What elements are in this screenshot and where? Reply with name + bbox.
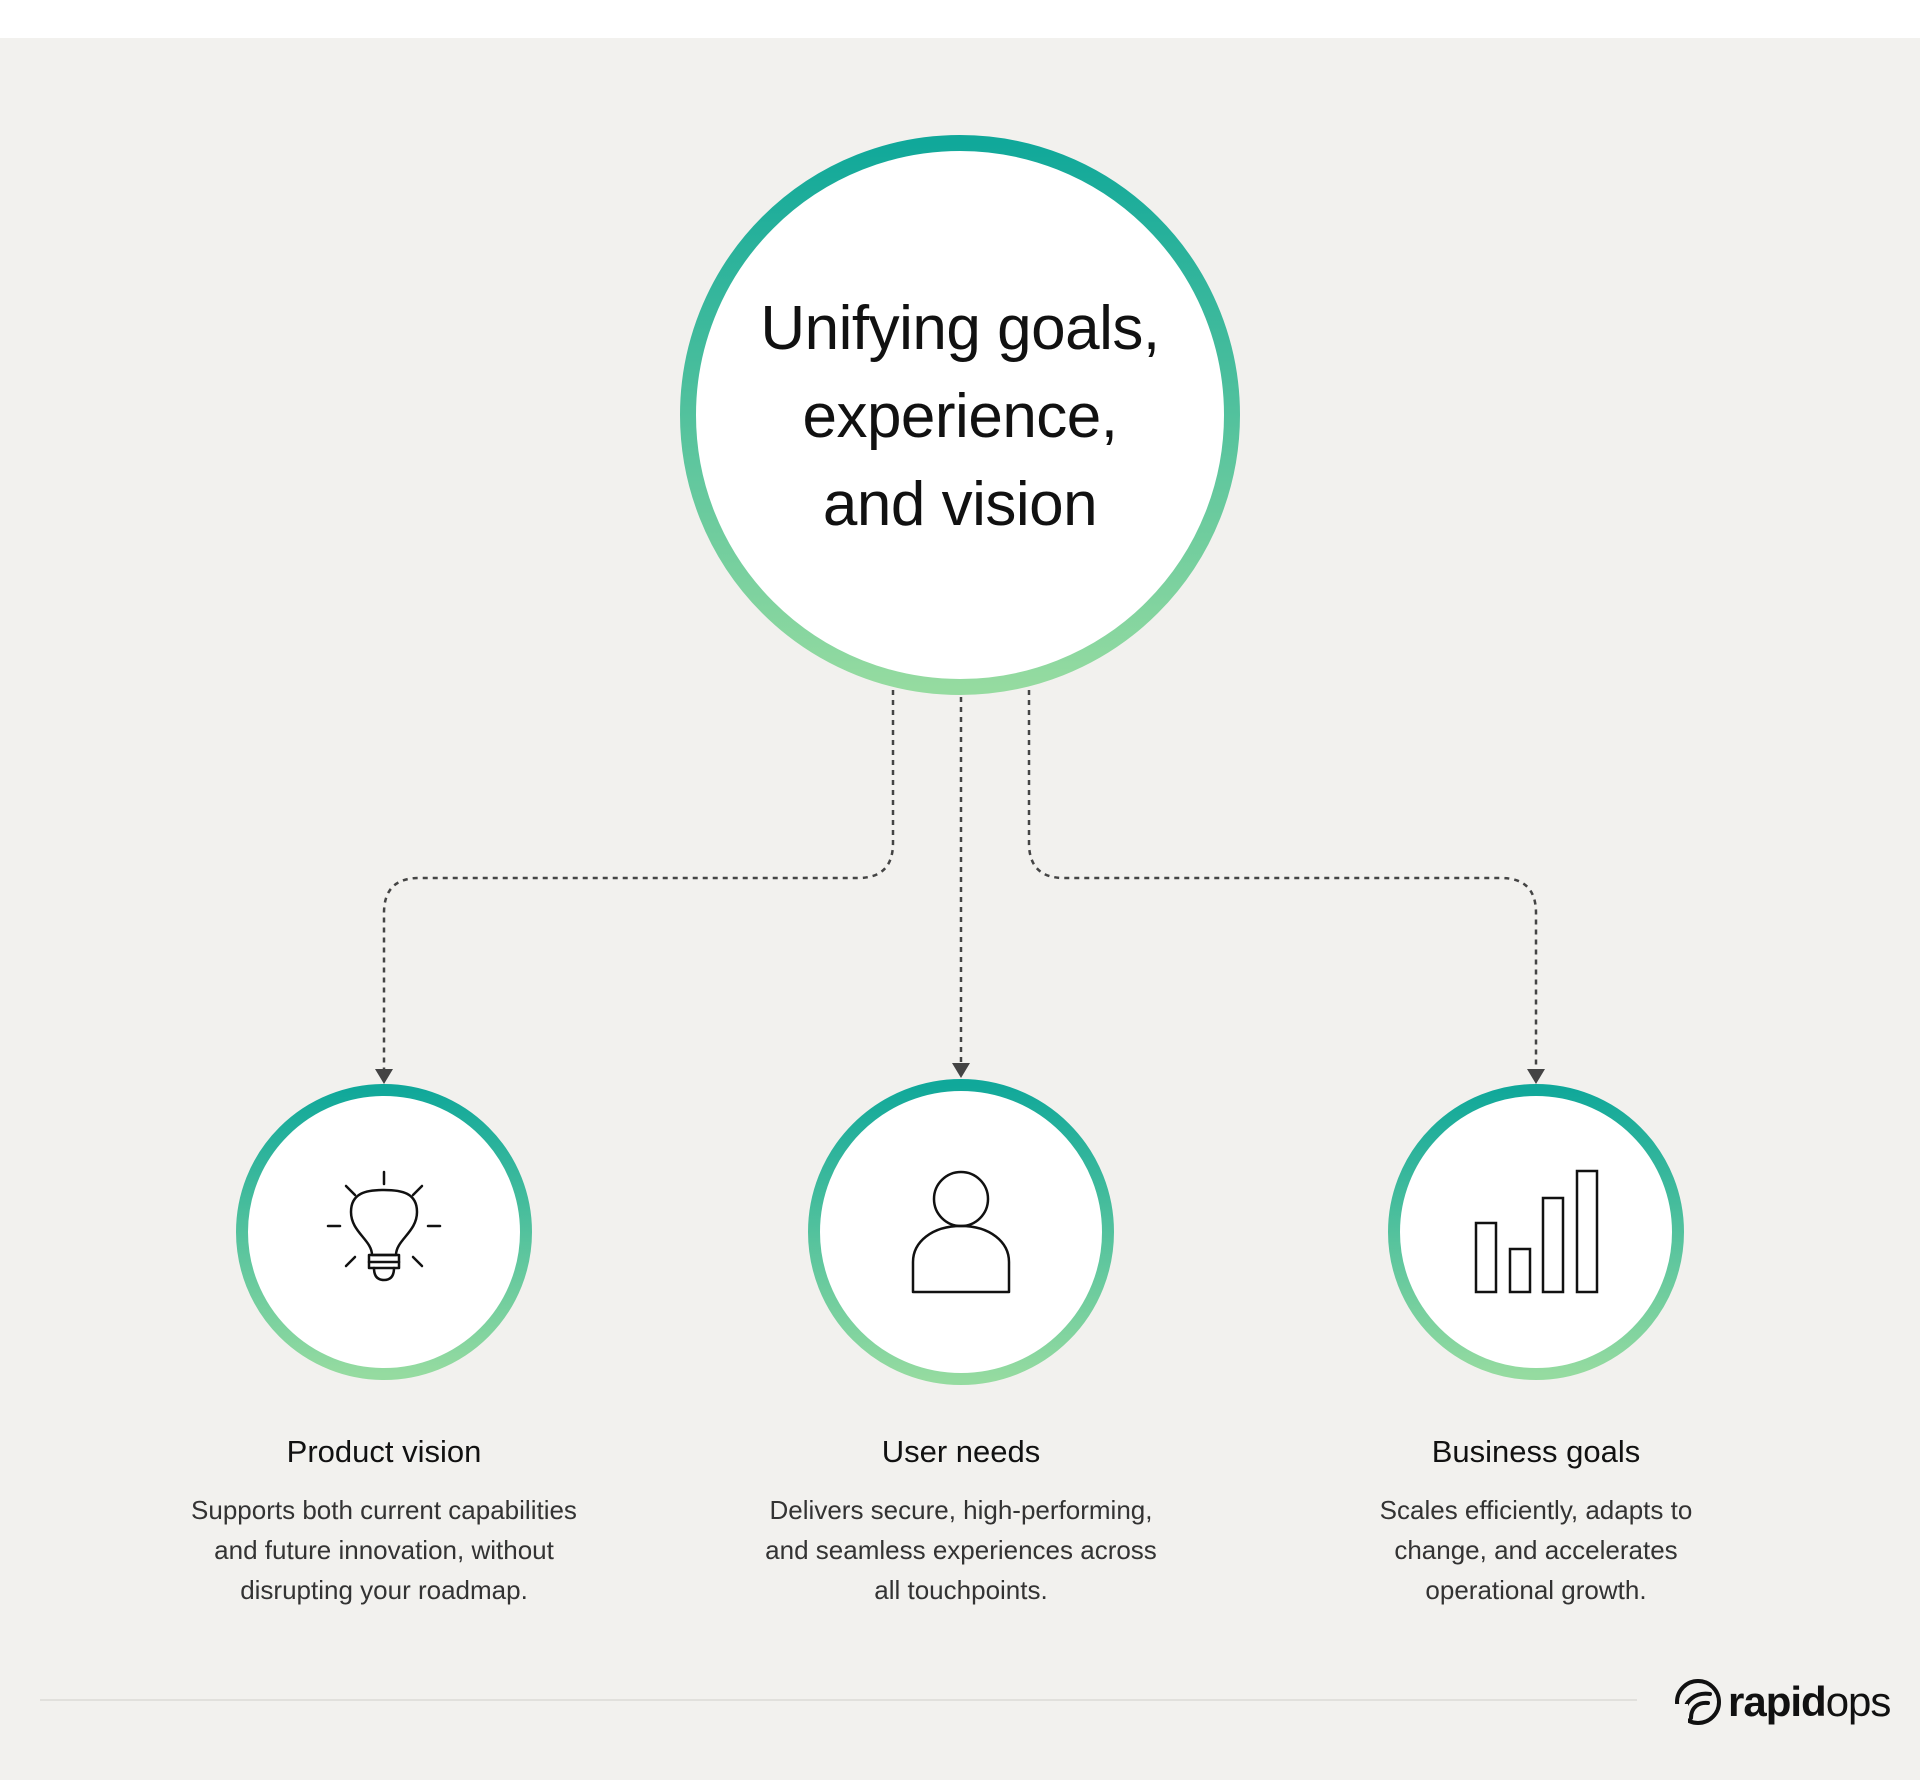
user-needs-circle: [808, 1079, 1114, 1385]
arrowheads: [375, 1063, 1545, 1084]
product-vision-circle: [236, 1084, 532, 1380]
arrowhead-center: [952, 1063, 970, 1078]
description-line: operational growth.: [1425, 1575, 1647, 1605]
business-goals-title: Business goals: [1431, 1434, 1641, 1469]
central-circle: [680, 135, 1240, 695]
central-title-line: and vision: [822, 470, 1098, 539]
footer-divider: [40, 1699, 1637, 1701]
description-line: and future innovation, without: [214, 1535, 554, 1565]
brand-wordmark: rapidops: [1728, 1674, 1892, 1730]
description-line: Delivers secure, high-performing,: [769, 1495, 1153, 1525]
arrowhead-left: [375, 1069, 393, 1084]
product-vision-description: Supports both current capabilities and f…: [124, 1490, 644, 1610]
user-icon: [911, 1170, 1011, 1294]
connectors: [382, 690, 1538, 1080]
product-vision-title: Product vision: [286, 1434, 482, 1469]
brand-logo: rapidops: [1674, 1674, 1892, 1730]
rapidops-logo-icon: [1674, 1679, 1721, 1726]
description-line: Supports both current capabilities: [191, 1495, 577, 1525]
brand-name-light: ops: [1825, 1678, 1892, 1725]
arrowhead-right: [1527, 1069, 1545, 1084]
user-needs-description: Delivers secure, high-performing, and se…: [701, 1490, 1221, 1610]
central-title-line: Unifying goals,: [760, 294, 1160, 363]
central-title: Unifying goals, experience, and vision: [660, 285, 1260, 549]
user-needs-title: User needs: [881, 1434, 1041, 1469]
user-needs-block: User needs Delivers secure, high-perform…: [701, 1432, 1221, 1610]
bar-chart-icon: [1474, 1169, 1599, 1294]
description-line: and seamless experiences across: [765, 1535, 1157, 1565]
connector-left: [382, 690, 895, 1080]
description-line: all touchpoints.: [874, 1575, 1048, 1605]
business-goals-description: Scales efficiently, adapts to change, an…: [1276, 1490, 1796, 1610]
brand-name-strong: rapid: [1728, 1678, 1827, 1725]
description-line: change, and accelerates: [1394, 1535, 1678, 1565]
business-goals-circle: [1388, 1084, 1684, 1380]
connector-right: [1027, 690, 1538, 1080]
central-title-line: experience,: [802, 382, 1118, 451]
description-line: disrupting your roadmap.: [240, 1575, 528, 1605]
lightbulb-icon: [326, 1170, 442, 1282]
business-goals-block: Business goals Scales efficiently, adapt…: [1276, 1432, 1796, 1610]
product-vision-block: Product vision Supports both current cap…: [124, 1432, 644, 1610]
description-line: Scales efficiently, adapts to: [1379, 1495, 1693, 1525]
